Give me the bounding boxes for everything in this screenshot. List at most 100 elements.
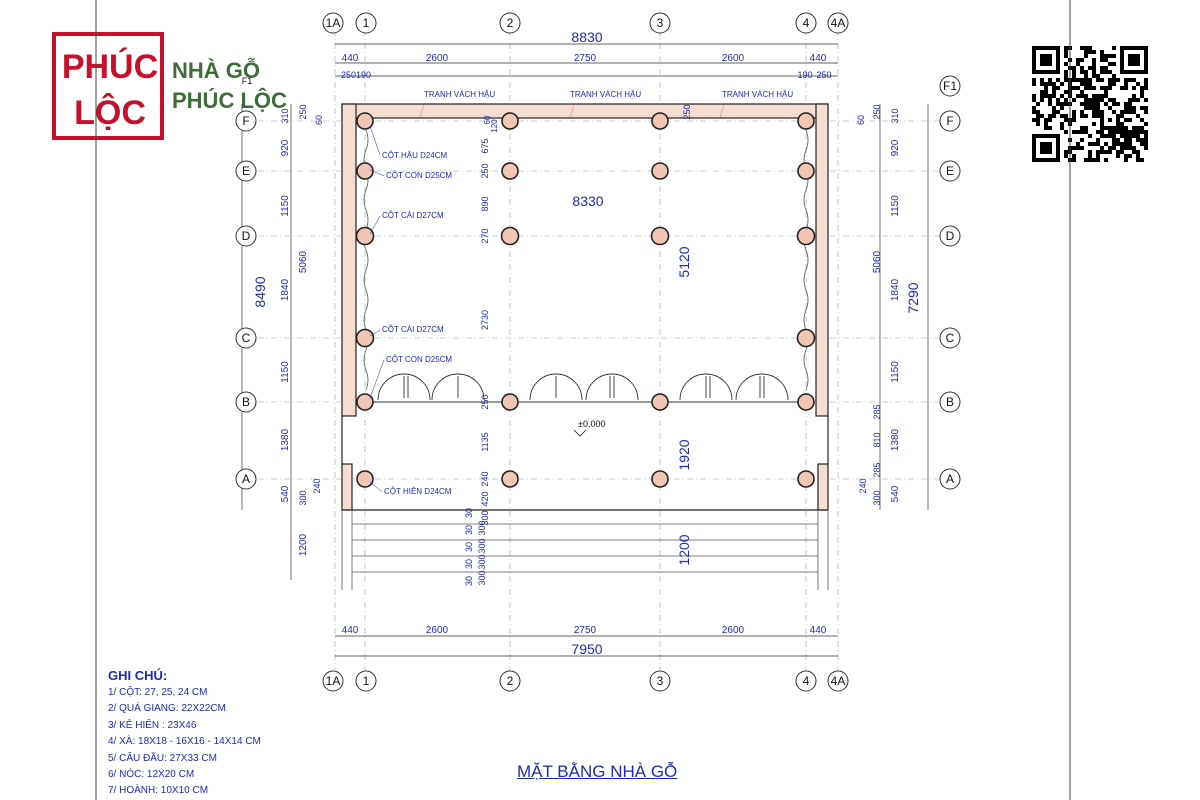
column xyxy=(797,162,815,180)
dimension: 300 xyxy=(477,570,487,585)
dimension: 1150 xyxy=(890,361,901,383)
dimension: 8330 xyxy=(572,193,603,209)
dimension: 1150 xyxy=(280,361,291,383)
wall-label: TRANH VÁCH HẬU xyxy=(722,90,793,99)
dimension: 2750 xyxy=(574,625,597,636)
dimension: 310 xyxy=(280,108,290,123)
dimension: 440 xyxy=(342,53,359,64)
dimension: 810 xyxy=(872,432,882,447)
notes-block: GHI CHÚ: 1/ CỘT: 27, 25, 24 CM 2/ QUÁ GI… xyxy=(108,668,261,800)
dimension: 250190 xyxy=(341,70,371,80)
column-label: CỘT HIÊN D24CM xyxy=(384,487,452,496)
dimension: 5120 xyxy=(676,246,692,277)
dimension: 8830 xyxy=(571,29,602,45)
dimension: 250 xyxy=(298,104,308,119)
column xyxy=(650,226,670,246)
column xyxy=(501,112,519,130)
axis-label: C xyxy=(946,331,955,345)
dimension: 1200 xyxy=(298,533,309,556)
column xyxy=(356,112,374,130)
column xyxy=(355,328,375,348)
plan-title: MẶT BẰNG NHÀ GỖ xyxy=(517,762,678,781)
column xyxy=(501,393,519,411)
dimension: 2750 xyxy=(574,53,597,64)
axis-label: E xyxy=(946,164,954,178)
dimension: 250 xyxy=(480,163,490,178)
svg-text:LỘC: LỘC xyxy=(74,93,146,132)
dimension: 5060 xyxy=(872,250,883,273)
column xyxy=(500,226,520,246)
dimension: 2600 xyxy=(722,625,745,636)
axis-label: 2 xyxy=(507,674,514,688)
axis-label: F xyxy=(242,114,249,128)
dimension: 300 xyxy=(477,538,487,553)
wall-label: TRANH VÁCH HẬU xyxy=(570,90,641,99)
axis-label: F1 xyxy=(242,76,253,86)
dimension: 5060 xyxy=(298,250,309,273)
dimension: 1200 xyxy=(676,534,692,565)
dimension: 60 xyxy=(314,115,324,125)
column xyxy=(356,470,374,488)
column-label: CỘT CÁI D27CM xyxy=(382,325,444,334)
dimension: 440 xyxy=(342,625,359,636)
axis-label: 4A xyxy=(831,16,846,30)
dimension: 60 xyxy=(856,115,866,125)
dimension: 300 xyxy=(298,490,308,505)
column xyxy=(651,470,669,488)
dimension: 920 xyxy=(280,139,291,156)
dimension: 890 xyxy=(480,196,490,211)
dimension: 440 xyxy=(810,53,827,64)
dimension: 250 xyxy=(480,394,490,409)
dimension: 1150 xyxy=(280,195,291,217)
axis-label: 4 xyxy=(803,674,810,688)
note-line: 2/ QUÁ GIANG: 22X22CM xyxy=(108,703,226,715)
column xyxy=(355,226,375,246)
dimension: 250 xyxy=(682,104,692,119)
axis-label: 4 xyxy=(803,16,810,30)
column-label: CỘT CON D25CM xyxy=(386,171,452,180)
axis-label: 3 xyxy=(657,16,664,30)
dimension: 540 xyxy=(280,485,291,502)
axis-label: 4A xyxy=(831,674,846,688)
axis-label: F xyxy=(946,114,953,128)
dimension: 310 xyxy=(890,108,900,123)
column xyxy=(797,112,815,130)
dimension: 1135 xyxy=(480,432,490,451)
dimension: 7950 xyxy=(571,641,602,657)
column-label: CỘT HẬU D24CM xyxy=(382,151,448,160)
column xyxy=(356,393,374,411)
brand-name: NHÀ GỖ PHÚC LỘC xyxy=(172,56,287,116)
dimension: 675 xyxy=(480,138,490,153)
note-line: 4/ XÀ: 18X18 - 16X16 - 14X14 CM xyxy=(108,736,261,748)
dimension: 240 xyxy=(312,478,322,493)
note-line: 6/ NÓC: 12X20 CM xyxy=(108,769,195,781)
axis-label: A xyxy=(242,472,250,486)
note-line: 5/ CÂU ĐẦU: 27X33 CM xyxy=(108,752,217,764)
axis-label: D xyxy=(242,229,251,243)
phuc-loc-logo: PHÚC LỘC xyxy=(52,32,164,140)
dimension: 30 xyxy=(464,508,474,518)
column xyxy=(651,393,669,411)
axis-label: B xyxy=(242,395,250,409)
note-line: 1/ CỘT: 27, 25, 24 CM xyxy=(108,687,208,698)
axis-label: 1A xyxy=(326,674,341,688)
svg-text:±0.000: ±0.000 xyxy=(578,419,605,429)
dimension: 7290 xyxy=(905,282,921,313)
dimension: 1840 xyxy=(280,278,291,301)
axis-label: 1A xyxy=(326,16,341,30)
dimension: 540 xyxy=(890,485,901,502)
column xyxy=(651,162,669,180)
svg-text:PHÚC: PHÚC xyxy=(62,48,158,86)
dimension: 190 xyxy=(797,70,812,80)
brand-line-2: PHÚC LỘC xyxy=(172,88,287,113)
level-marker: ±0.000 xyxy=(573,419,605,437)
dimension: 920 xyxy=(890,139,901,156)
column xyxy=(796,328,816,348)
dimension: 1380 xyxy=(890,428,901,451)
dimension: 285 xyxy=(872,462,882,477)
dimension: 240 xyxy=(858,478,868,493)
column-label: CỘT CON D25CM xyxy=(386,355,452,364)
dimension: 1920 xyxy=(676,439,692,470)
column xyxy=(797,470,815,488)
